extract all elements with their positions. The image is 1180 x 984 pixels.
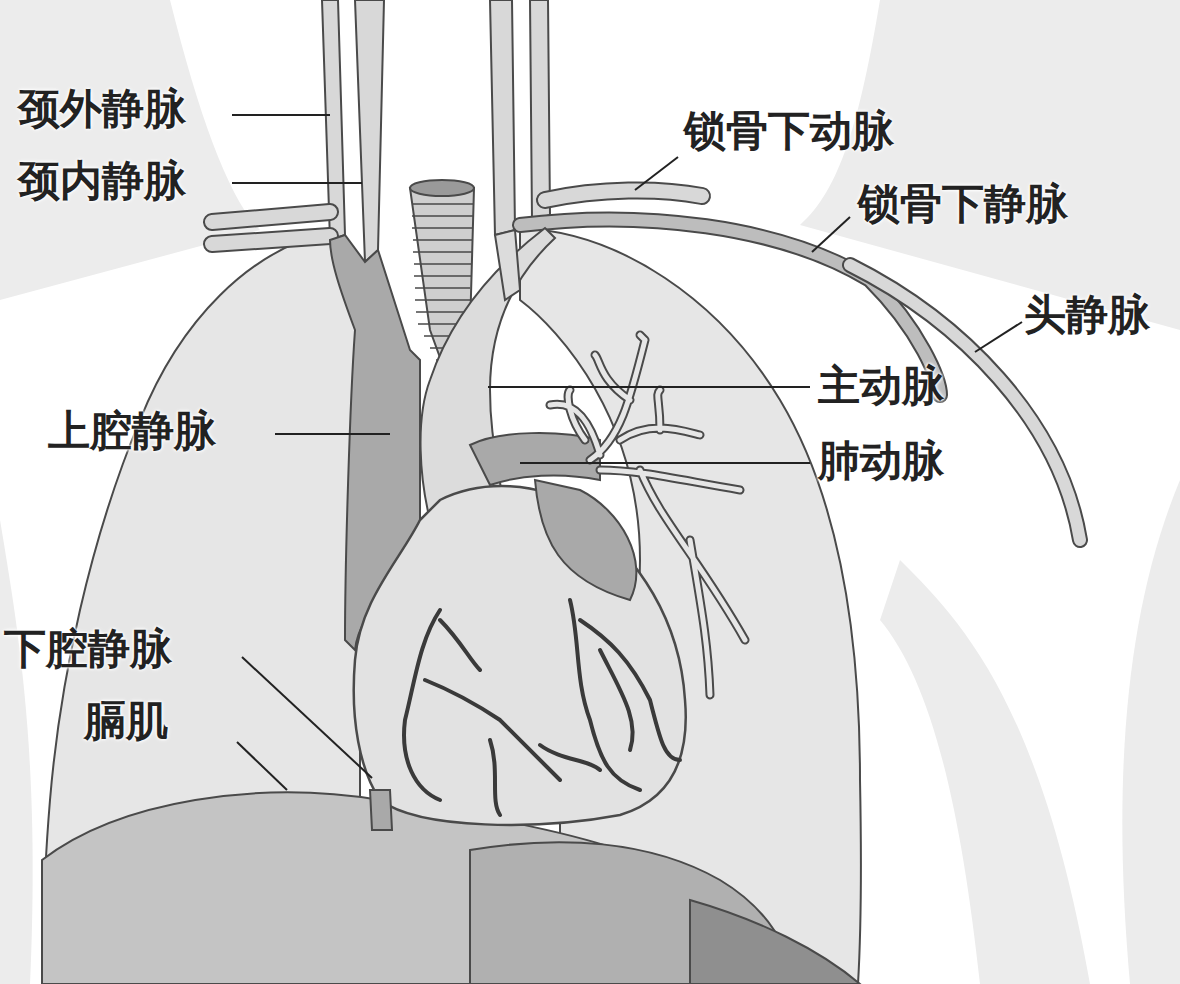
heart (354, 486, 686, 825)
left-atrium (535, 480, 636, 600)
coronary (404, 610, 440, 800)
anatomy-label: 颈内静脉 (18, 158, 186, 204)
anatomy-label: 头静脉 (1024, 292, 1150, 338)
vessel (212, 212, 330, 222)
anatomy-label: 主动脉 (818, 363, 944, 409)
aortic-branch (495, 230, 520, 300)
arm (880, 560, 1090, 984)
subclavian-artery (545, 190, 702, 200)
leader-line (520, 462, 810, 464)
neck-shoulder (0, 0, 260, 300)
leader-line (488, 386, 810, 388)
internal-jugular (355, 0, 384, 262)
anatomy-label: 肺动脉 (818, 438, 944, 484)
coronary (580, 620, 680, 760)
anatomy-label: 上腔静脉 (48, 408, 216, 454)
branch (550, 335, 745, 695)
coronary (490, 740, 600, 815)
vessel-outline (212, 212, 330, 222)
pulmonary-branches (550, 335, 745, 695)
leader-line (237, 742, 287, 790)
jugular-left (530, 0, 550, 220)
trachea-opening (410, 180, 474, 196)
leader-line (232, 182, 362, 184)
vessel (212, 236, 330, 244)
leader-line (232, 114, 330, 116)
coronary-vessels (404, 600, 680, 815)
anatomy-label: 颈外静脉 (18, 86, 186, 132)
anatomy-label: 锁骨下静脉 (858, 181, 1068, 227)
leader-line (242, 657, 372, 778)
vessel-outline (212, 236, 330, 244)
inferior-vena-cava (370, 790, 392, 830)
subclavian-artery-outline (545, 190, 702, 200)
leader-line (635, 157, 678, 190)
organ (690, 900, 860, 984)
arm (0, 520, 33, 984)
branch-outline (550, 335, 745, 695)
anatomy-label: 锁骨下动脉 (684, 108, 894, 154)
anatomy-label: 膈肌 (84, 698, 168, 744)
anatomy-label: 下腔静脉 (4, 626, 172, 672)
carotid (490, 0, 515, 235)
leader-line (275, 433, 390, 435)
leader-line (812, 217, 850, 252)
leader-line (975, 322, 1022, 352)
arm (1122, 480, 1180, 984)
